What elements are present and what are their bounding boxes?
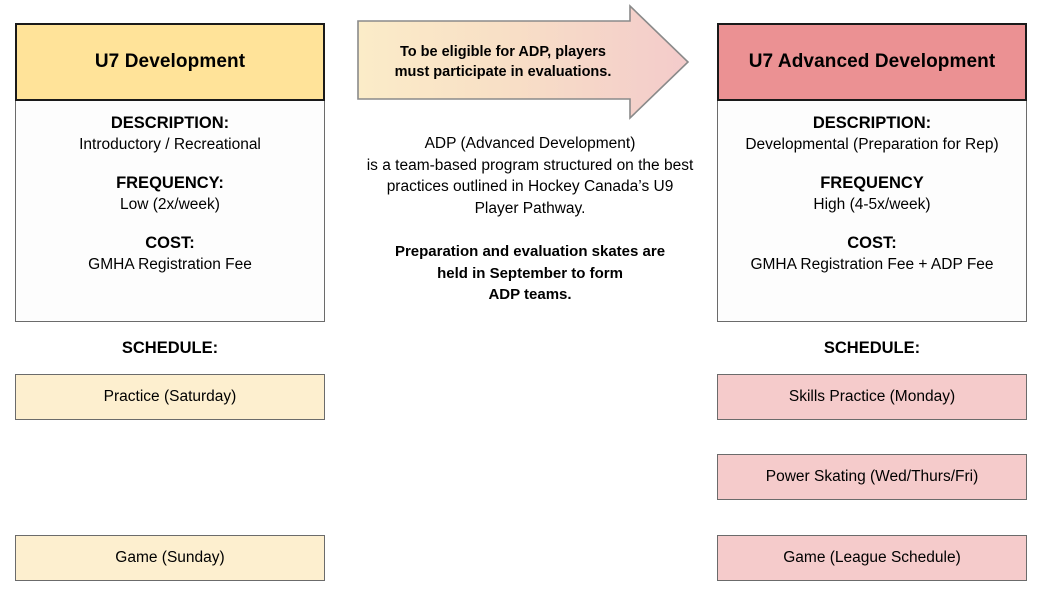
program-title-right: U7 Advanced Development	[748, 51, 996, 72]
schedule-title-left: SCHEDULE:	[121, 339, 219, 357]
schedule-item-right-3[interactable]: Game (League Schedule)	[717, 535, 1027, 581]
adp-description-paragraph: ADP (Advanced Development) is a team-bas…	[366, 135, 694, 217]
program-card-u7-advanced-development: U7 Advanced Development DESCRIPTION: Dev…	[717, 23, 1027, 322]
eligibility-arrow-line-2: must participate in evaluations.	[394, 64, 612, 80]
left-spacer-1	[24, 155, 316, 173]
right-frequency-value: High (4-5x/week)	[813, 196, 931, 213]
right-description-label: DESCRIPTION:	[812, 114, 932, 132]
schedule-item-left-1[interactable]: Practice (Saturday)	[15, 374, 325, 420]
right-cost-label: COST:	[847, 234, 897, 252]
schedule-item-left-3-label: Game (Sunday)	[115, 549, 225, 566]
eligibility-arrow-line-1: To be eligible for ADP, players	[399, 44, 606, 60]
schedule-item-left-2-empty	[15, 454, 325, 500]
schedule-item-left-1-label: Practice (Saturday)	[103, 388, 237, 405]
eligibility-arrow-callout: To be eligible for ADP, players must par…	[356, 4, 690, 120]
left-cost-label: COST:	[145, 234, 195, 252]
right-frequency-label: FREQUENCY	[820, 174, 924, 192]
schedule-item-right-2[interactable]: Power Skating (Wed/Thurs/Fri)	[717, 454, 1027, 500]
program-card-left-header: U7 Development	[15, 23, 325, 101]
program-card-left-body: DESCRIPTION: Introductory / Recreational…	[15, 101, 325, 322]
left-description-value: Introductory / Recreational	[79, 136, 261, 153]
schedule-title-right: SCHEDULE:	[823, 339, 921, 357]
schedule-item-right-1[interactable]: Skills Practice (Monday)	[717, 374, 1027, 420]
schedule-item-right-3-label: Game (League Schedule)	[783, 549, 961, 566]
left-frequency-label: FREQUENCY:	[116, 174, 224, 192]
program-card-u7-development: U7 Development DESCRIPTION: Introductory…	[15, 23, 325, 322]
adp-evaluation-paragraph: Preparation and evaluation skates are he…	[394, 243, 666, 303]
schedule-item-right-1-label: Skills Practice (Monday)	[788, 388, 956, 405]
left-spacer-2	[24, 215, 316, 233]
right-spacer-2	[726, 215, 1018, 233]
right-arrow-icon	[357, 4, 690, 120]
left-description-label: DESCRIPTION:	[110, 114, 230, 132]
schedule-item-right-2-label: Power Skating (Wed/Thurs/Fri)	[765, 468, 979, 485]
program-title-left: U7 Development	[94, 51, 246, 72]
right-description-value: Developmental (Preparation for Rep)	[745, 136, 999, 153]
schedule-item-left-3[interactable]: Game (Sunday)	[15, 535, 325, 581]
right-spacer-1	[726, 155, 1018, 173]
eligibility-arrow-text: To be eligible for ADP, players must par…	[370, 4, 636, 120]
left-cost-value: GMHA Registration Fee	[88, 256, 252, 273]
right-cost-value: GMHA Registration Fee + ADP Fee	[750, 256, 994, 273]
left-frequency-value: Low (2x/week)	[120, 196, 220, 213]
program-card-right-header: U7 Advanced Development	[717, 23, 1027, 101]
program-card-right-body: DESCRIPTION: Developmental (Preparation …	[717, 101, 1027, 322]
adp-explanation-note: ADP (Advanced Development) is a team-bas…	[340, 133, 720, 306]
